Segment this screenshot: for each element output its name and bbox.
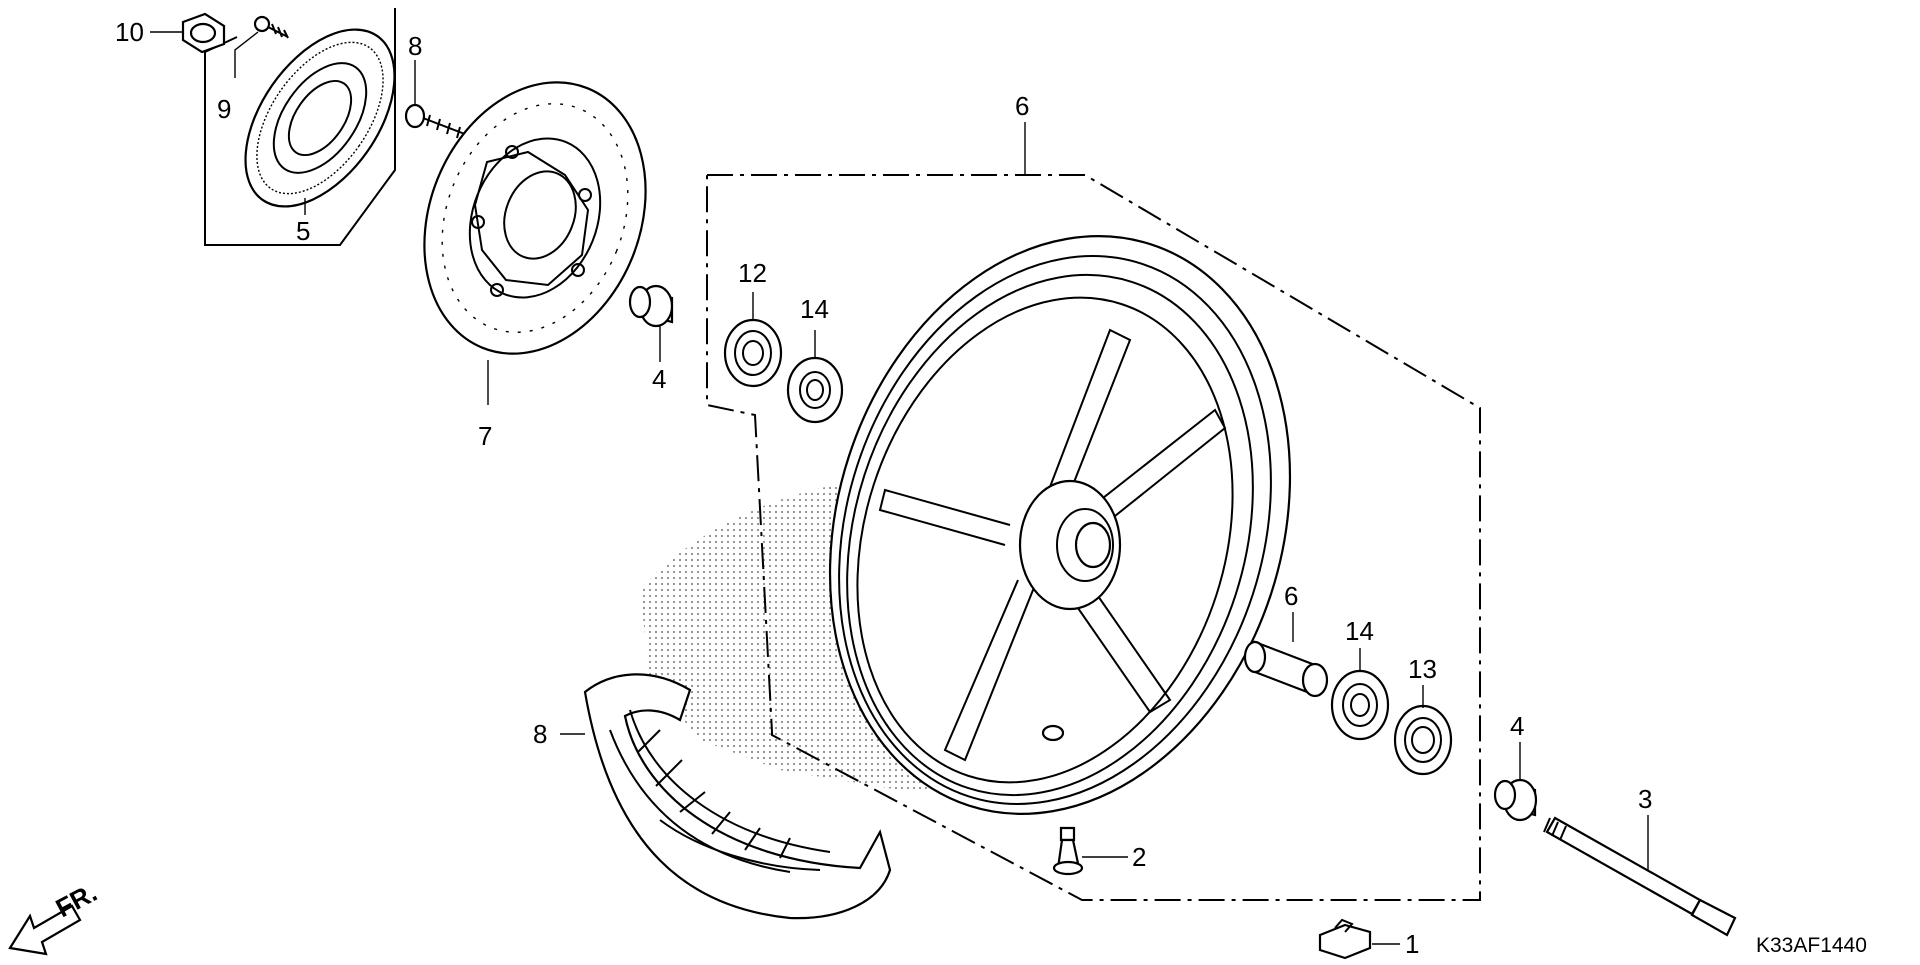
part-9-brake-disc bbox=[423, 81, 647, 355]
callout-4-upper: 4 bbox=[652, 364, 666, 394]
part-7-wheel bbox=[828, 235, 1292, 815]
part-13-bearing-upper bbox=[723, 318, 783, 388]
callout-13-upper: 12 bbox=[738, 258, 767, 288]
part-10-disc-bolt bbox=[404, 103, 471, 139]
callout-1: 1 bbox=[1405, 929, 1419, 959]
part-11-screw bbox=[253, 15, 289, 39]
callout-8: 8 bbox=[533, 719, 547, 749]
callout-12: 10 bbox=[115, 17, 144, 47]
part-12-flange-nut bbox=[181, 12, 226, 54]
leader-lines bbox=[150, 31, 1649, 945]
callout-9: 7 bbox=[478, 421, 492, 451]
part-5-pulser-ring bbox=[244, 28, 396, 208]
part-4-collar-lower bbox=[1493, 778, 1538, 822]
drawing-code: K33AF1440 bbox=[1756, 934, 1867, 957]
callout-7: 6 bbox=[1015, 91, 1029, 121]
part-2-tire-valve bbox=[1052, 826, 1084, 876]
part-14-dust-seal-lower bbox=[1330, 669, 1390, 741]
callout-4-lower: 4 bbox=[1510, 711, 1524, 741]
wheel-assembly-outline bbox=[706, 174, 1481, 901]
part-3-axle bbox=[1543, 816, 1737, 937]
callout-14-upper: 14 bbox=[800, 294, 829, 324]
part-4-collar-upper bbox=[628, 284, 674, 328]
front-direction-arrow: FR. bbox=[8, 877, 102, 956]
callout-2: 2 bbox=[1132, 842, 1146, 872]
callout-6: 6 bbox=[1284, 581, 1298, 611]
part-14-dust-seal-upper bbox=[786, 356, 844, 424]
part-6-distance-collar bbox=[1243, 640, 1329, 698]
callout-13-lower: 13 bbox=[1408, 654, 1437, 684]
callout-labels: 10 9 5 8 7 4 12 14 6 6 14 13 4 3 2 1 8 K… bbox=[115, 17, 1867, 959]
callout-10: 8 bbox=[408, 31, 422, 61]
callout-11: 9 bbox=[217, 94, 231, 124]
callout-5: 5 bbox=[296, 216, 310, 246]
callout-14-lower: 14 bbox=[1345, 616, 1374, 646]
part-1-balance-weight bbox=[1318, 918, 1372, 960]
callout-3: 3 bbox=[1638, 784, 1652, 814]
part-8-tire bbox=[583, 673, 892, 920]
part-13-bearing-lower bbox=[1393, 704, 1453, 776]
